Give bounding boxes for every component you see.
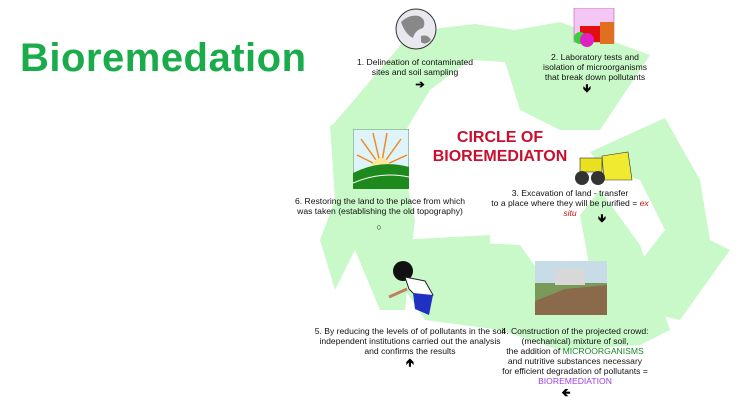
- step-6-text: 6. Restoring the land to the place from …: [294, 196, 466, 216]
- sun-landscape-icon: [353, 129, 409, 189]
- person-sampling-icon: [388, 261, 434, 315]
- bioremediation-term: BIOREMEDIATION: [538, 376, 612, 386]
- arrow-down-icon: 🡻: [598, 213, 606, 225]
- center-heading-line1: CIRCLE OF: [456, 129, 544, 146]
- laboratory-icon: [573, 8, 615, 47]
- arrow-left-icon: 🡸: [561, 387, 571, 399]
- recycle-arrow-top: [330, 22, 650, 140]
- microorganisms-term: MICROORGANISMS: [562, 346, 644, 356]
- soil-mixing-photo: [535, 261, 607, 315]
- globe-icon: [395, 8, 437, 50]
- arrow-up-icon: 🡹: [406, 357, 414, 369]
- step-4-text: 4. Construction of the projected crowd: …: [501, 326, 649, 386]
- step-3-text: 3. Excavation of land - transfer to a pl…: [491, 188, 649, 218]
- step-5-text: 5. By reducing the levels of of pollutan…: [314, 326, 506, 356]
- center-heading: CIRCLE OF BIOREMEDIATON: [420, 128, 580, 166]
- page-title: Bioremedation: [20, 36, 307, 80]
- circle-icon: ○: [376, 222, 382, 232]
- arrow-down-icon: 🡻: [583, 83, 591, 95]
- center-heading-line2: BIOREMEDIATON: [432, 148, 568, 165]
- bulldozer-icon: [575, 151, 633, 185]
- arrow-right-icon: ➔: [415, 79, 425, 91]
- ex-situ-term: ex situ: [563, 198, 649, 218]
